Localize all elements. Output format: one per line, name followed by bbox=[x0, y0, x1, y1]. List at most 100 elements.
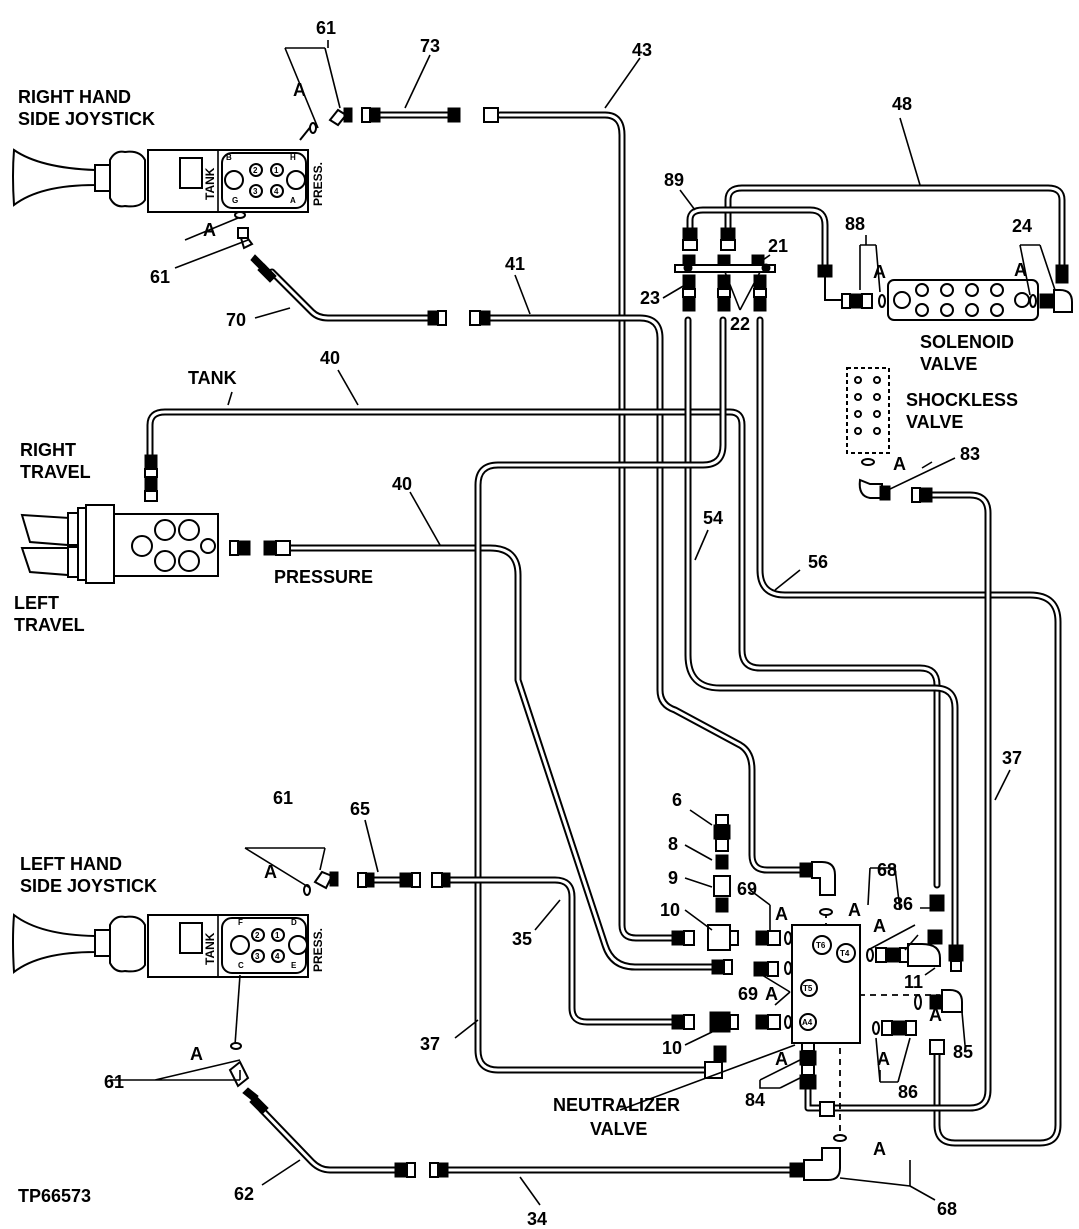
component-labels: RIGHT HAND SIDE JOYSTICK RIGHT TRAVEL LE… bbox=[14, 87, 1018, 1206]
neutralizer-fittings: T6 T4 T5 A4 bbox=[671, 814, 964, 1181]
hose-70 bbox=[268, 268, 432, 322]
hose-37-right bbox=[826, 491, 992, 1112]
callout-70: 70 bbox=[226, 310, 246, 330]
detail-a-7: A bbox=[848, 900, 861, 920]
pressure-line-label: PRESSURE bbox=[274, 567, 373, 587]
detail-a-12: A bbox=[775, 1049, 788, 1069]
callout-86-upper: 86 bbox=[893, 894, 913, 914]
lj-port-4: 4 bbox=[275, 952, 280, 961]
rj-corner-g: G bbox=[232, 196, 238, 205]
hose-48 bbox=[724, 184, 1066, 269]
callout-86-lower: 86 bbox=[898, 1082, 918, 1102]
hose-43 bbox=[496, 111, 676, 942]
right-joystick-label-2: SIDE JOYSTICK bbox=[18, 109, 155, 129]
shockless-valve bbox=[846, 367, 933, 503]
callout-68-upper: 68 bbox=[877, 860, 897, 880]
hose-65-35 bbox=[446, 876, 676, 1026]
callout-23: 23 bbox=[640, 288, 660, 308]
nv-port-t6: T6 bbox=[816, 941, 826, 950]
callout-73: 73 bbox=[420, 36, 440, 56]
figure-id: TP66573 bbox=[18, 1186, 91, 1206]
callout-56: 56 bbox=[808, 552, 828, 572]
nv-port-t5: T5 bbox=[803, 984, 813, 993]
rj-press-label: PRESS. bbox=[311, 162, 325, 206]
solenoid-valve bbox=[817, 264, 1073, 321]
detail-a-9: A bbox=[765, 984, 778, 1004]
callout-22: 22 bbox=[730, 314, 750, 334]
callout-9: 9 bbox=[668, 868, 678, 888]
detail-a-15: A bbox=[190, 1044, 203, 1064]
callout-34: 34 bbox=[527, 1209, 547, 1229]
lj-corner-e: E bbox=[291, 961, 297, 970]
callout-6: 6 bbox=[672, 790, 682, 810]
callout-43: 43 bbox=[632, 40, 652, 60]
detail-a-marks: A A A A A A A A A A A A A A A A bbox=[190, 80, 1027, 1159]
right-travel-label-1: RIGHT bbox=[20, 440, 76, 460]
detail-a-3: A bbox=[873, 262, 886, 282]
lj-corner-c: C bbox=[238, 961, 244, 970]
solenoid-valve-label-2: VALVE bbox=[920, 354, 977, 374]
hose-56 bbox=[756, 316, 1062, 1147]
lj-press-label: PRESS. bbox=[311, 928, 325, 972]
callout-68-lower: 68 bbox=[937, 1199, 957, 1219]
left-travel-label-2: TRAVEL bbox=[14, 615, 85, 635]
neutralizer-valve-label-1: NEUTRALIZER bbox=[553, 1095, 680, 1115]
rj-port-3: 3 bbox=[253, 187, 258, 196]
callout-8: 8 bbox=[668, 834, 678, 854]
callout-61: 61 bbox=[316, 18, 336, 38]
callout-69-upper: 69 bbox=[737, 879, 757, 899]
callout-69-lower: 69 bbox=[738, 984, 758, 1004]
callout-35: 35 bbox=[512, 929, 532, 949]
right-travel-label-2: TRAVEL bbox=[20, 462, 91, 482]
hose-40-tank bbox=[146, 408, 941, 889]
solenoid-valve-label-1: SOLENOID bbox=[920, 332, 1014, 352]
detail-a-2: A bbox=[203, 220, 216, 240]
leader-lines bbox=[110, 40, 1056, 1206]
right-joystick-label-1: RIGHT HAND bbox=[18, 87, 131, 107]
detail-a-11: A bbox=[877, 1049, 890, 1069]
hose-89 bbox=[686, 206, 829, 269]
callout-41: 41 bbox=[505, 254, 525, 274]
hose-40-pressure bbox=[286, 544, 716, 971]
rj-corner-a: A bbox=[290, 196, 296, 205]
callout-10-upper: 10 bbox=[660, 900, 680, 920]
rj-corner-b: B bbox=[226, 153, 232, 162]
callout-84: 84 bbox=[745, 1090, 765, 1110]
rj-port-1: 1 bbox=[274, 166, 279, 175]
rj-port-2: 2 bbox=[253, 166, 258, 175]
detail-a-14: A bbox=[264, 862, 277, 882]
right-hand-joystick: TANK 2 1 3 4 B H G A PRESS. bbox=[12, 107, 499, 326]
detail-a-1: A bbox=[293, 80, 306, 100]
callout-40-tank: 40 bbox=[320, 348, 340, 368]
callout-65: 65 bbox=[350, 799, 370, 819]
left-hand-joystick: TANK 2 1 3 4 F D C E PRESS. bbox=[12, 870, 451, 1178]
hose-41 bbox=[486, 314, 804, 874]
callout-61b: 61 bbox=[150, 267, 170, 287]
detail-a-13: A bbox=[873, 1139, 886, 1159]
hose-62-34 bbox=[258, 1106, 794, 1174]
left-travel-label-1: LEFT bbox=[14, 593, 59, 613]
neutralizer-valve-label-2: VALVE bbox=[590, 1119, 647, 1139]
shockless-valve-label-1: SHOCKLESS bbox=[906, 390, 1018, 410]
callout-89: 89 bbox=[664, 170, 684, 190]
callout-61d: 61 bbox=[104, 1072, 124, 1092]
lj-corner-f: F bbox=[238, 918, 243, 927]
callout-40-pressure: 40 bbox=[392, 474, 412, 494]
shockless-valve-label-2: VALVE bbox=[906, 412, 963, 432]
callout-62: 62 bbox=[234, 1184, 254, 1204]
part-callouts: 61 73 43 48 89 88 24 21 23 22 41 61 70 4… bbox=[104, 18, 1032, 1229]
hoses bbox=[146, 111, 1066, 1174]
callout-61c: 61 bbox=[273, 788, 293, 808]
callout-85: 85 bbox=[953, 1042, 973, 1062]
detail-a-4: A bbox=[1014, 260, 1027, 280]
rj-corner-h: H bbox=[290, 153, 296, 162]
tank-line-label: TANK bbox=[188, 368, 237, 388]
lj-port-1: 1 bbox=[275, 931, 280, 940]
callout-48: 48 bbox=[892, 94, 912, 114]
callout-11: 11 bbox=[904, 972, 923, 992]
detail-a-5: A bbox=[893, 454, 906, 474]
detail-a-10: A bbox=[929, 1005, 942, 1025]
detail-a-6: A bbox=[775, 904, 788, 924]
left-joystick-label-2: SIDE JOYSTICK bbox=[20, 876, 157, 896]
